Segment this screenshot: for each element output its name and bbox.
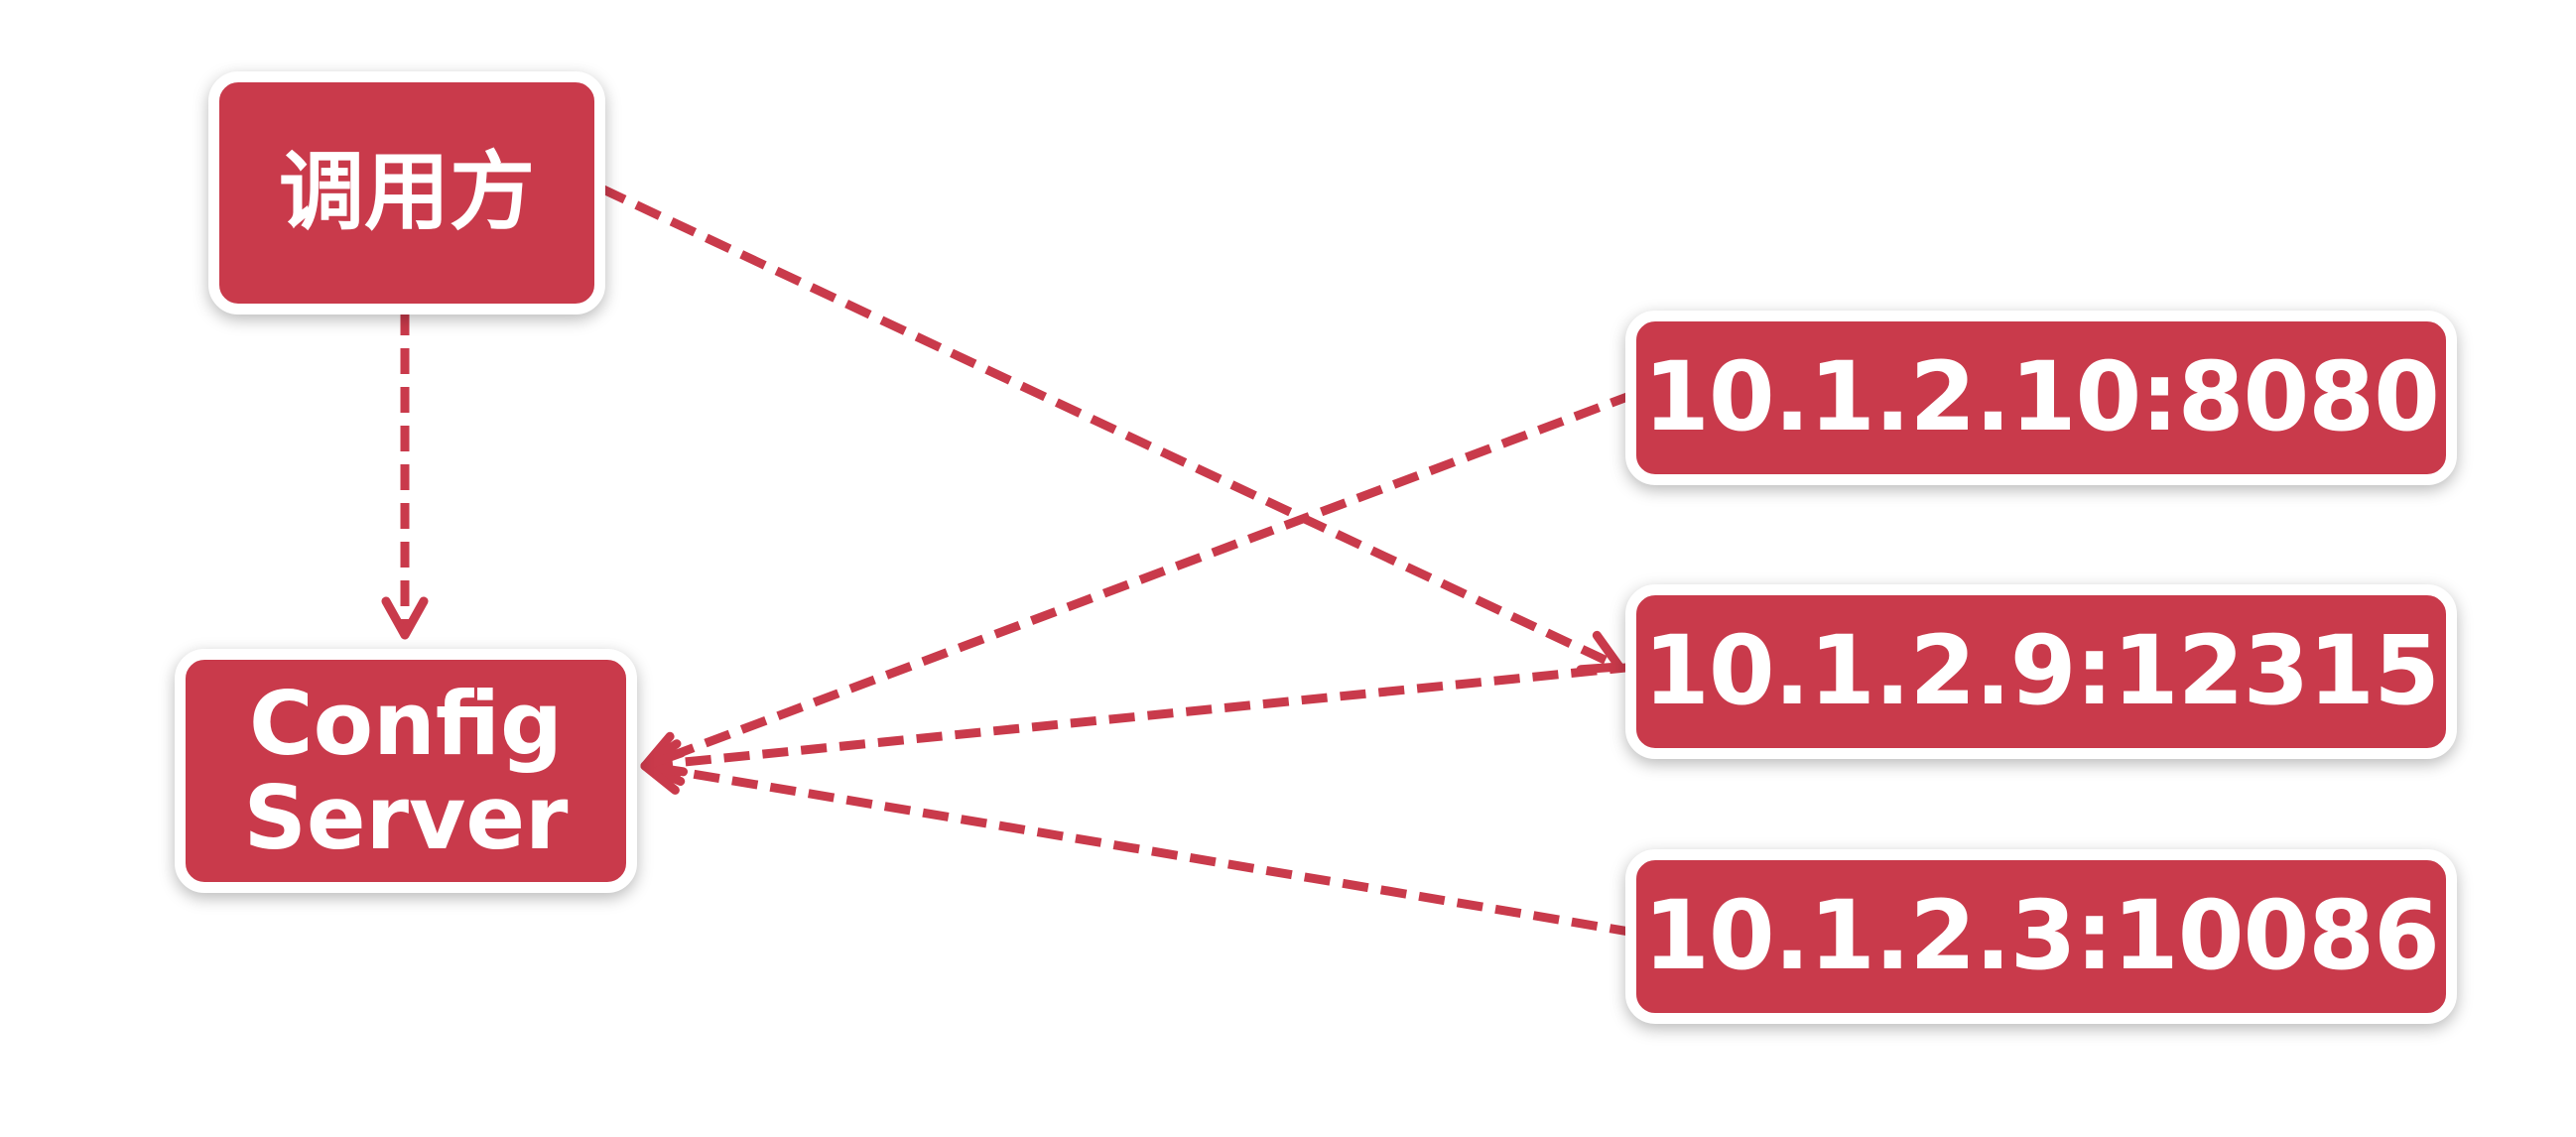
- config-server-node: Config Server: [175, 649, 637, 893]
- arrow-instance-2-to-config: [640, 662, 1636, 787]
- caller-node: 调用方: [208, 71, 605, 315]
- arrow-caller-to-instance-2: [599, 184, 1624, 675]
- instance-address-3: 10.1.2.3:10086: [1643, 880, 2440, 992]
- config-server-label-line-1: Config: [249, 672, 563, 775]
- instance-node-1: 10.1.2.10:8080: [1625, 311, 2457, 485]
- config-server-label-line-2: Server: [243, 767, 569, 869]
- instance-node-3: 10.1.2.3:10086: [1625, 849, 2457, 1024]
- instance-address-2: 10.1.2.9:12315: [1643, 615, 2440, 727]
- arrow-instance-3-to-config: [640, 748, 1636, 938]
- caller-label: 调用方: [279, 143, 535, 243]
- instance-node-2: 10.1.2.9:12315: [1625, 584, 2457, 759]
- arrow-instance-1-to-config: [640, 389, 1637, 777]
- instance-address-1: 10.1.2.10:8080: [1643, 341, 2440, 453]
